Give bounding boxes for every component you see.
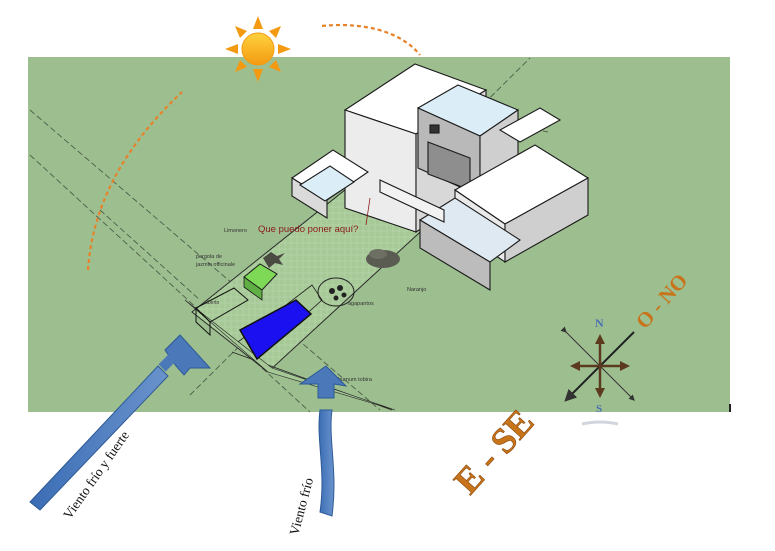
label-pergola-2: jazmin officinale — [195, 262, 235, 268]
label-pergola: pergola de — [196, 254, 222, 260]
plant-limonero — [263, 252, 285, 268]
label-agapantos: agapantos — [348, 301, 374, 307]
direction-label-e-se: E - SE — [446, 402, 541, 502]
label-question: Que puedo poner aquí? — [258, 224, 358, 235]
sun-icon — [225, 16, 291, 82]
label-alberto: alberto — [204, 300, 220, 306]
pergola — [243, 263, 278, 301]
plant-naranjo — [366, 249, 400, 268]
wind-arrow-icon — [29, 334, 212, 511]
sun-path-top — [321, 23, 421, 56]
wind-label-cold: Viento frío — [286, 476, 316, 537]
garden-shed — [195, 287, 249, 337]
label-viburnum: viburnum tobira — [334, 377, 373, 383]
label-naranjo: Naranjo — [407, 287, 426, 293]
wind-arrow-icon-2 — [298, 365, 348, 517]
sun-path-left — [86, 91, 183, 271]
compass-rose-icon — [560, 326, 635, 402]
plant-agapantos — [317, 277, 355, 307]
label-limonero: Limonero — [224, 228, 247, 234]
compass-south: S — [596, 403, 602, 415]
pool — [238, 299, 313, 361]
house-model — [290, 63, 590, 291]
compass-north: N — [595, 316, 604, 330]
